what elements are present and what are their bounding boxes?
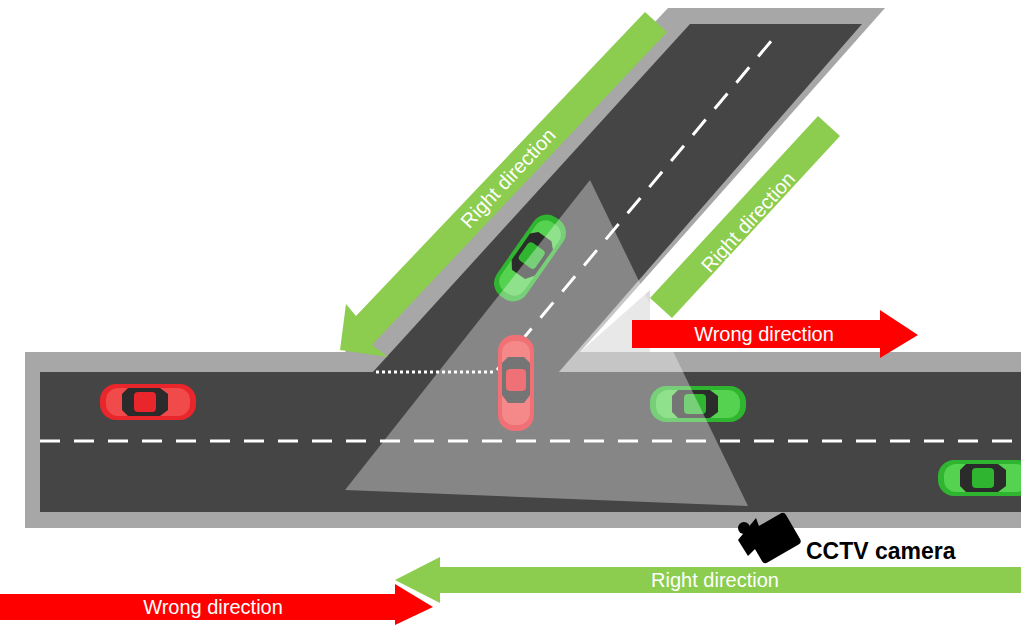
direction-label: Wrong direction — [694, 324, 834, 344]
direction-label: Wrong direction — [143, 597, 283, 617]
direction-label: Right direction — [651, 570, 779, 590]
green-car — [938, 460, 1021, 496]
right-direction-arrow — [650, 116, 840, 318]
right-direction-arrow — [395, 557, 1021, 603]
camera-label: CCTV camera — [806, 540, 956, 563]
red-car — [100, 384, 196, 420]
right-direction-arrow — [340, 12, 667, 357]
cctv-camera-icon — [738, 511, 802, 564]
wrong-direction-arrow — [0, 584, 433, 625]
wrong-direction-arrow — [632, 310, 918, 358]
